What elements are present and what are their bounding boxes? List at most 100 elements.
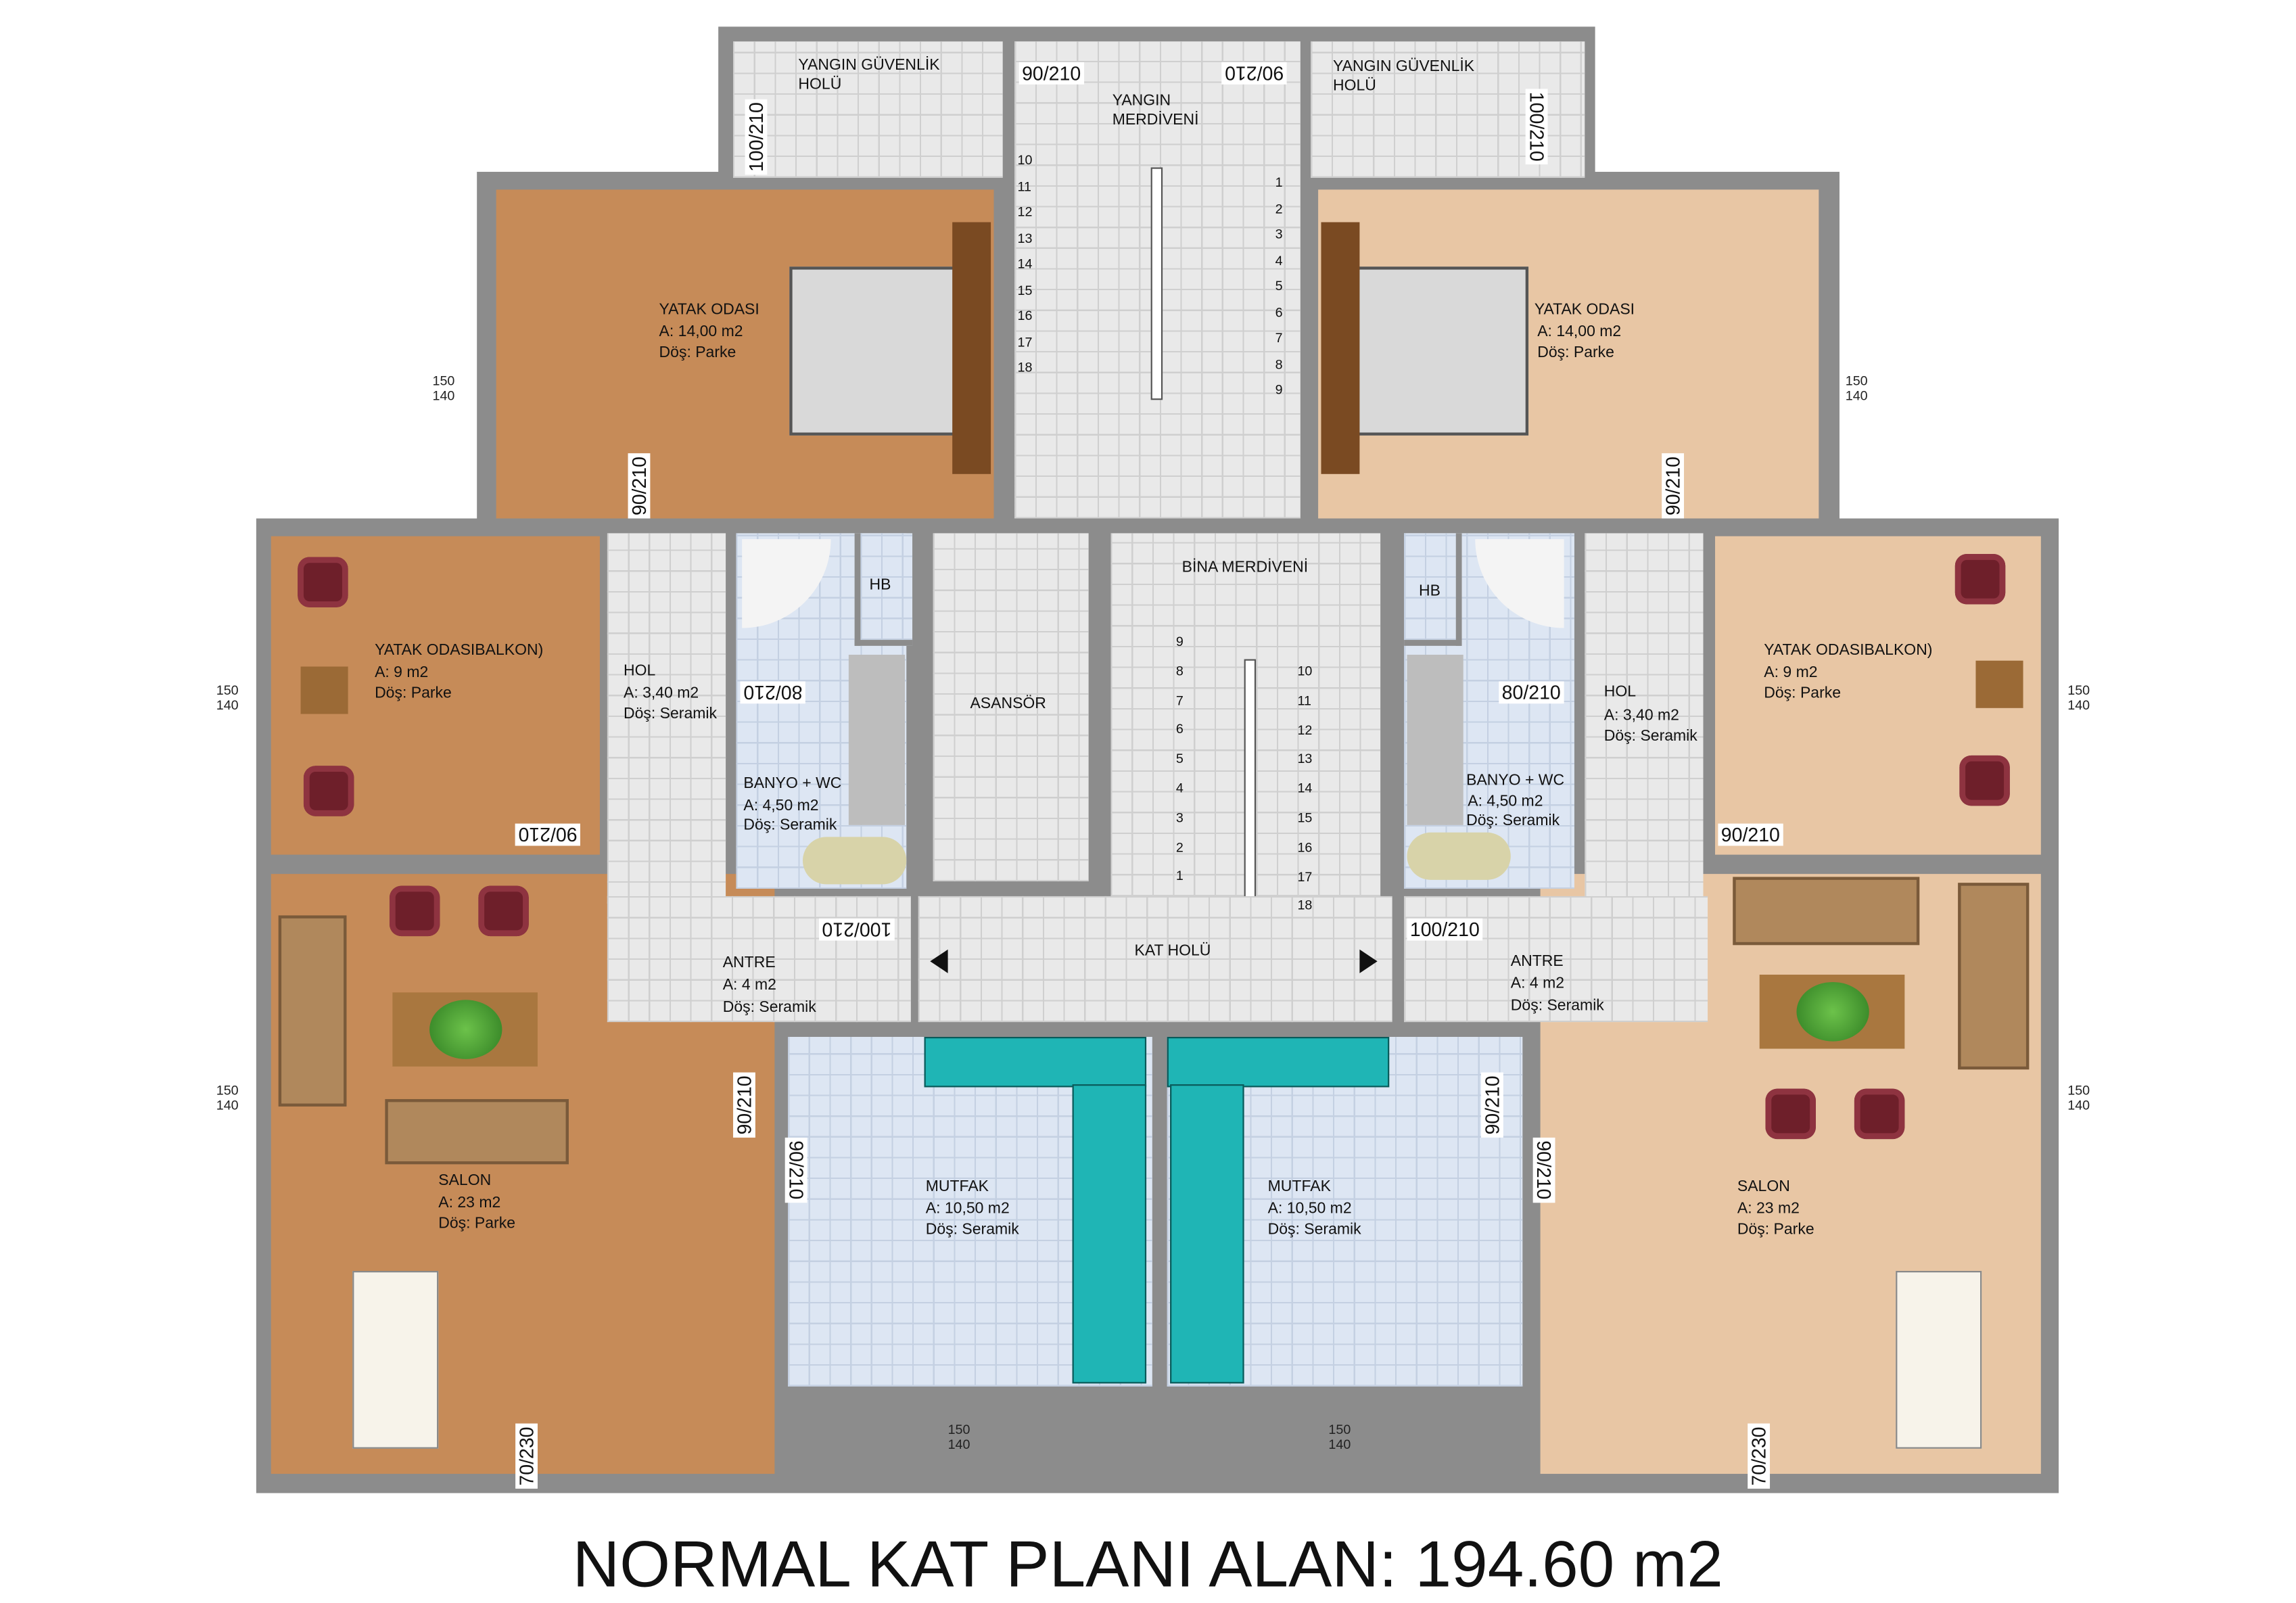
table-icon xyxy=(1975,660,2023,708)
window-height: 140 xyxy=(216,1097,239,1113)
stair-step-number: 14 xyxy=(1297,781,1313,796)
window-width: 150 xyxy=(2067,1082,2090,1098)
room-bedroom-left: YATAK ODASI A: 14,00 m2 Döş: Parke xyxy=(496,189,994,519)
room-area: A: 14,00 m2 xyxy=(659,323,743,341)
room-area: A: 23 m2 xyxy=(1737,1199,1800,1218)
room-floor: Döş: Seramik xyxy=(925,1220,1019,1238)
stair-step-number: 1 xyxy=(1175,868,1184,884)
room-name: YANGIN GÜVENLİK HOLÜ xyxy=(1333,57,1475,95)
stair-step-number: 1 xyxy=(1275,175,1283,190)
stair-step-number: 13 xyxy=(1297,751,1313,767)
room-bathroom-right: HB BANYO + WC A: 4,50 m2 Döş: Seramik xyxy=(1404,533,1574,889)
window-height: 140 xyxy=(216,697,239,713)
stair-handrail xyxy=(1244,659,1257,900)
stair-step-number: 12 xyxy=(1297,722,1313,737)
room-floor: Döş: Seramik xyxy=(1510,996,1604,1015)
stair-step-number: 5 xyxy=(1175,751,1184,766)
room-name: BANYO + WC xyxy=(743,774,842,793)
window-width: 150 xyxy=(216,1082,239,1098)
window-height: 140 xyxy=(2067,697,2090,713)
window-width: 150 xyxy=(2067,682,2090,698)
armchair-icon xyxy=(1765,1088,1816,1140)
stair-step-number: 4 xyxy=(1275,252,1283,268)
room-name: SALON xyxy=(438,1171,492,1190)
kitchen-counter xyxy=(924,1037,1147,1088)
room-floor: Döş: Parke xyxy=(1737,1220,1814,1238)
window-width: 150 xyxy=(216,682,239,698)
room-floor: Döş: Parke xyxy=(1537,344,1614,362)
stair-handrail xyxy=(1150,167,1163,400)
room-area: A: 14,00 m2 xyxy=(1537,323,1622,341)
sink-label: HB xyxy=(1419,582,1440,600)
room-entry-left: ANTRE A: 4 m2 Döş: Seramik xyxy=(607,896,911,1023)
stair-step-number: 16 xyxy=(1297,839,1313,855)
door-label: 80/210 xyxy=(741,681,805,704)
stair-step-number: 11 xyxy=(1297,693,1311,708)
room-elevator: ASANSÖR xyxy=(933,533,1089,882)
room-floor: Döş: Parke xyxy=(659,344,736,362)
kitchen-counter xyxy=(1072,1084,1147,1384)
room-name: MUTFAK xyxy=(925,1178,989,1196)
stair-step-number: 3 xyxy=(1175,810,1184,825)
room-area: A: 9 m2 xyxy=(1764,664,1818,682)
room-name: YATAK ODASIBALKON) xyxy=(375,641,544,659)
door-label: 70/230 xyxy=(1748,1424,1771,1489)
room-name: YANGIN MERDİVENİ xyxy=(1112,91,1199,129)
sink-label: HB xyxy=(869,576,891,595)
door-label: 80/210 xyxy=(1499,681,1564,704)
door-label: 70/230 xyxy=(515,1424,538,1489)
room-name: KAT HOLÜ xyxy=(1134,942,1211,960)
armchair-icon xyxy=(478,885,529,937)
room-name: BİNA MERDİVENİ xyxy=(1181,558,1309,576)
room-name: ANTRE xyxy=(722,954,776,972)
armchair-icon xyxy=(303,766,354,816)
door-label: 90/210 xyxy=(1018,62,1084,85)
room-area: A: 4,50 m2 xyxy=(1468,792,1543,810)
coffee-table-plant-icon xyxy=(392,992,538,1067)
window-height: 140 xyxy=(2067,1097,2090,1113)
room-fire-hall-left: YANGIN GÜVENLİK HOLÜ xyxy=(733,41,1003,178)
room-name: YATAK ODASI xyxy=(659,300,759,319)
room-bedroom-right: YATAK ODASI A: 14,00 m2 Döş: Parke xyxy=(1318,189,1819,519)
shower-tray-icon xyxy=(1475,539,1564,628)
room-name: YANGIN GÜVENLİK HOLÜ xyxy=(798,56,940,93)
stair-step-number: 17 xyxy=(1017,333,1033,349)
door-label: 90/210 xyxy=(515,823,580,846)
stair-step-number: 16 xyxy=(1017,308,1033,323)
shower-tray-icon xyxy=(742,539,831,628)
armchair-icon xyxy=(389,885,440,937)
door-label: 100/210 xyxy=(745,99,768,175)
room-area: A: 10,50 m2 xyxy=(925,1199,1010,1218)
dining-table-icon xyxy=(352,1271,439,1449)
kitchen-counter xyxy=(1170,1084,1244,1384)
room-kitchen-right: MUTFAK A: 10,50 m2 Döş: Seramik xyxy=(1167,1037,1523,1387)
stair-step-number: 15 xyxy=(1297,810,1313,825)
stair-step-number: 12 xyxy=(1017,204,1033,220)
bed-icon xyxy=(1330,266,1529,436)
stair-step-number: 15 xyxy=(1017,282,1033,298)
stair-step-number: 11 xyxy=(1017,178,1031,193)
room-bathroom-left: HB BANYO + WC A: 4,50 m2 Döş: Seramik xyxy=(736,533,913,889)
washing-machine-icon xyxy=(848,654,906,825)
room-name: ANTRE xyxy=(1510,952,1564,971)
room-area: A: 3,40 m2 xyxy=(623,684,699,703)
room-area: A: 23 m2 xyxy=(438,1194,501,1212)
stair-step-number: 13 xyxy=(1017,230,1033,246)
room-name: HOL xyxy=(623,661,656,680)
stair-step-number: 2 xyxy=(1275,200,1283,216)
window-height: 140 xyxy=(947,1437,970,1452)
room-name: YATAK ODASI xyxy=(1534,300,1635,319)
stair-step-number: 9 xyxy=(1275,382,1283,397)
stair-step-number: 18 xyxy=(1297,898,1313,913)
